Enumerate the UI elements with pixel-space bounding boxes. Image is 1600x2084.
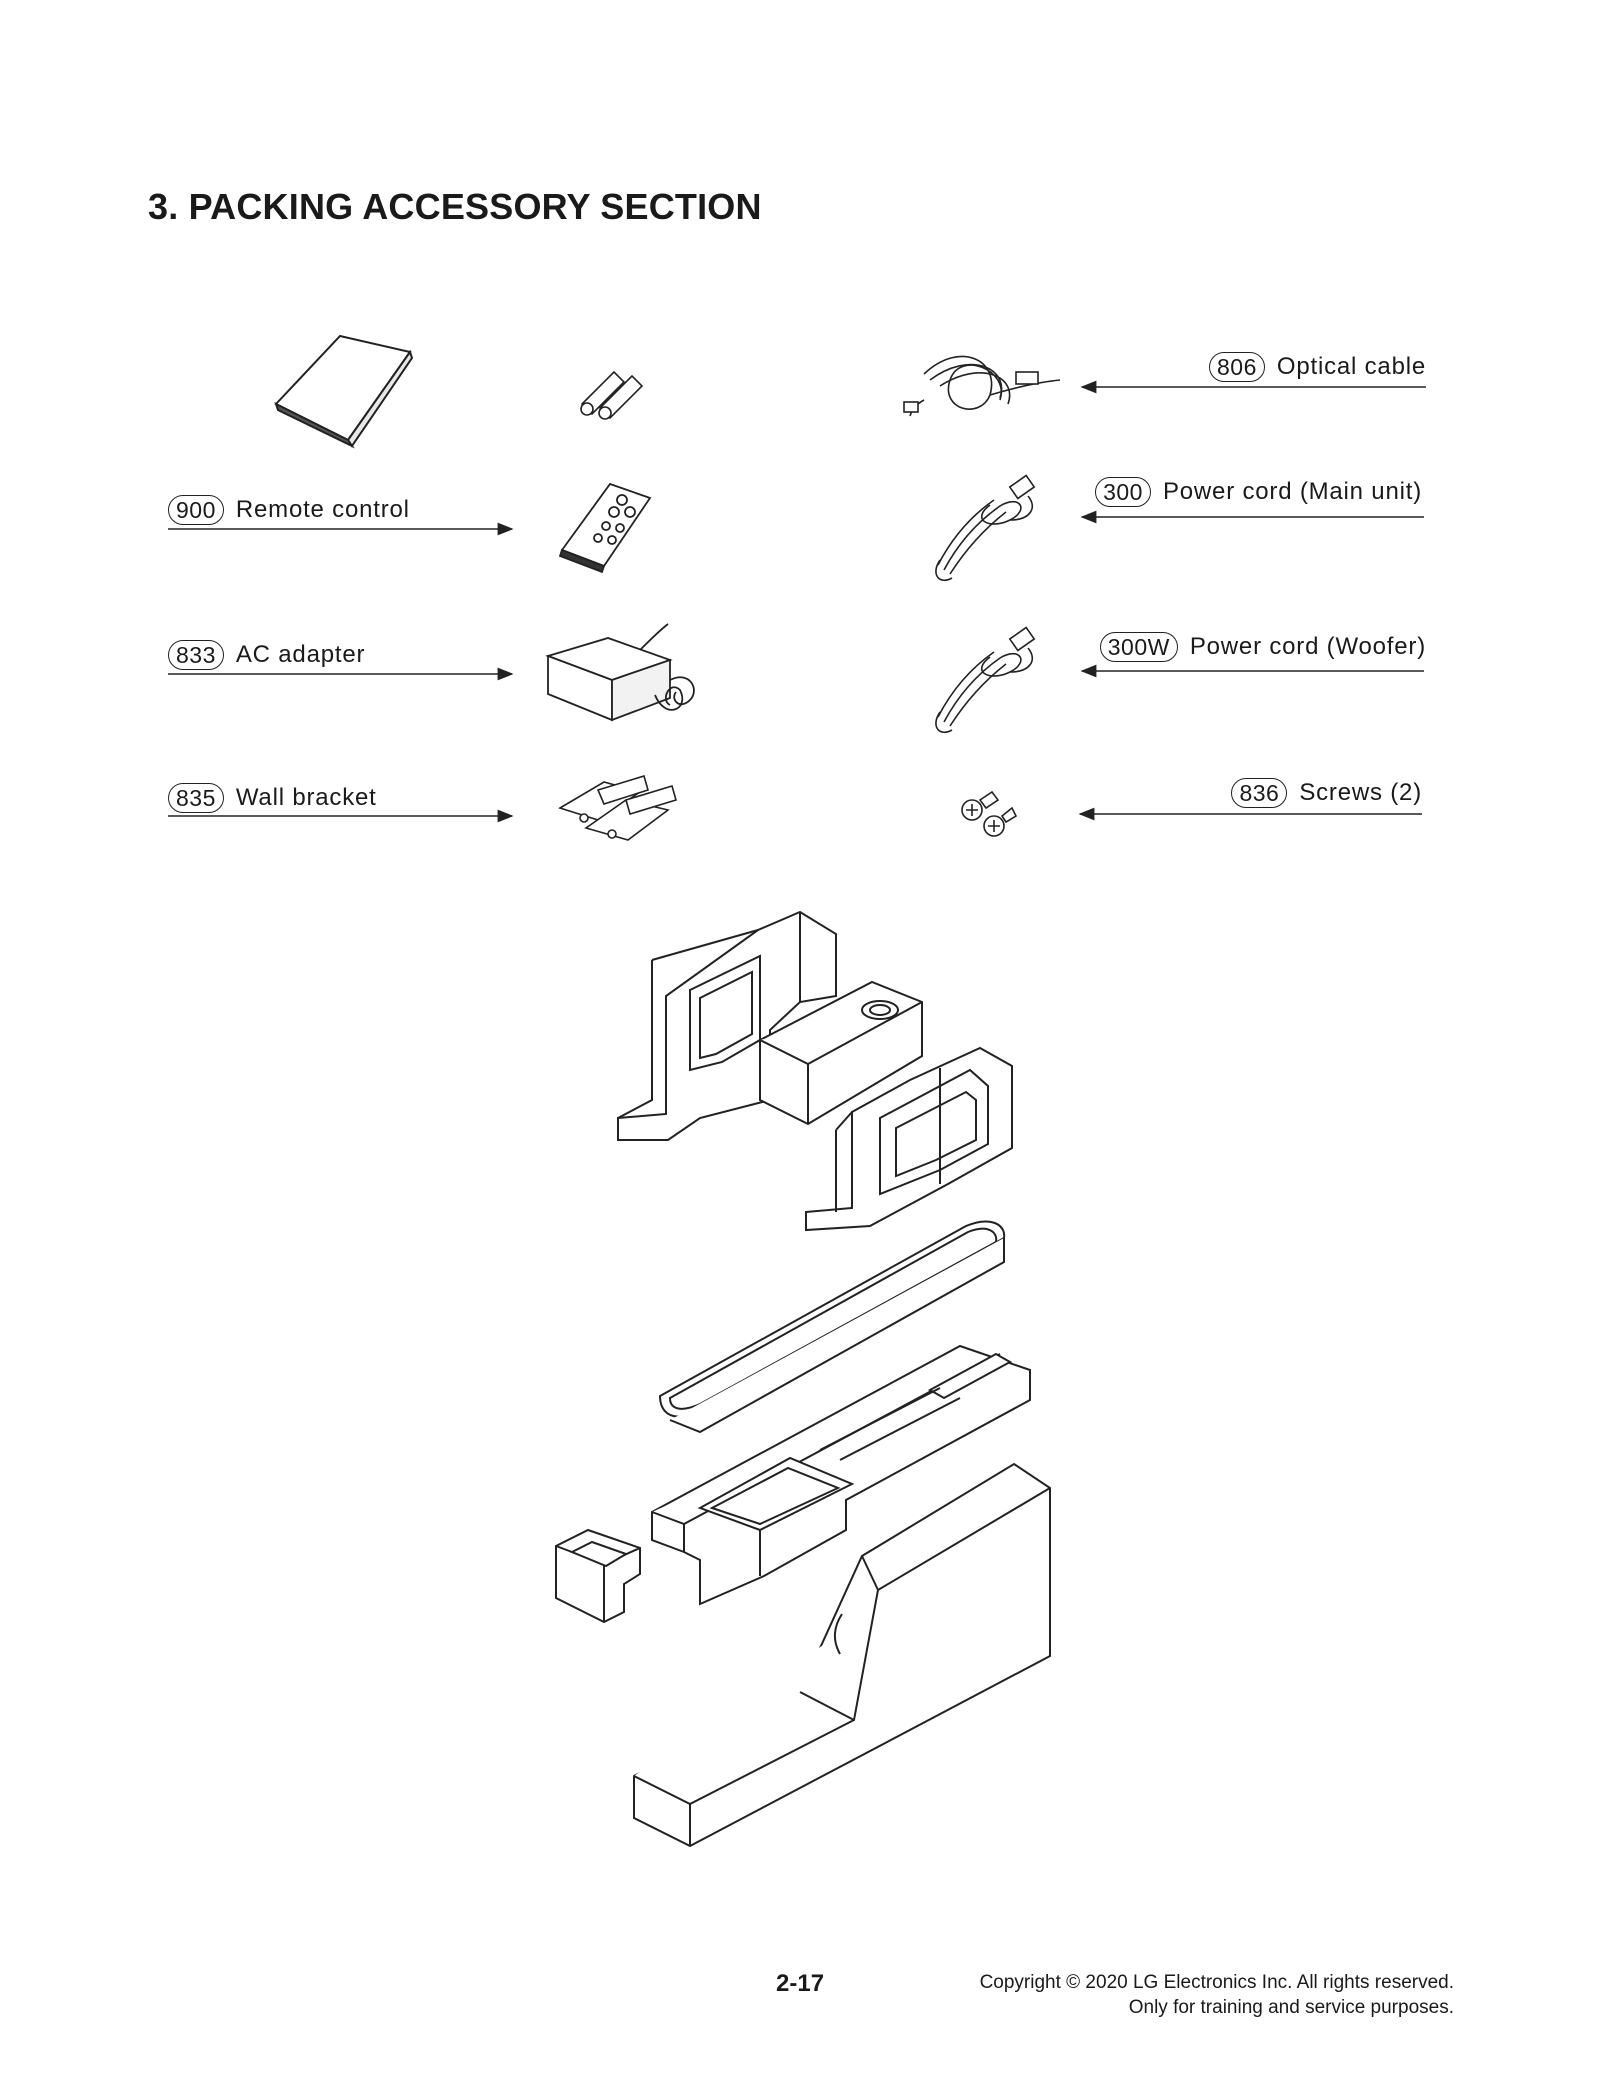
part-number-badge: 833 xyxy=(168,640,224,670)
foam-end-cap-left xyxy=(617,910,837,1141)
foam-small-block xyxy=(555,1528,641,1624)
copyright-line-2: Only for training and service purposes. xyxy=(1128,1997,1454,2018)
callout-remote-control: 900 Remote control xyxy=(168,495,410,525)
callout-optical-cable: 806 Optical cable xyxy=(1208,352,1426,382)
part-number-badge: 836 xyxy=(1231,778,1288,808)
power-cord-woofer-icon xyxy=(935,626,1036,734)
part-label: Screws (2) xyxy=(1299,779,1422,806)
screws-icon xyxy=(961,790,1018,837)
callout-ac-adapter: 833 AC adapter xyxy=(168,640,365,670)
part-number-badge: 300 xyxy=(1095,477,1151,507)
foam-center-block xyxy=(759,980,923,1126)
foam-bottom-tray xyxy=(651,1344,1031,1606)
leader-lines-right xyxy=(1078,380,1426,821)
callout-power-cord-woofer: 300W Power cord (Woofer) xyxy=(1099,632,1426,662)
part-label: Power cord (Main unit) xyxy=(1162,478,1422,505)
wall-bracket-icon xyxy=(558,774,677,841)
manual-icon xyxy=(274,334,414,449)
part-number-badge: 900 xyxy=(168,495,224,525)
copyright-line-1: Copyright © 2020 LG Electronics Inc. All… xyxy=(979,1972,1454,1993)
ac-adapter-icon xyxy=(545,623,695,722)
foam-end-cap-right xyxy=(805,1046,1013,1232)
batteries-icon xyxy=(580,370,644,420)
part-label: AC adapter xyxy=(235,641,366,668)
part-number-badge: 300W xyxy=(1099,632,1178,662)
part-label: Optical cable xyxy=(1276,353,1426,380)
optical-cable-icon xyxy=(903,355,1061,417)
callout-screws: 836 Screws (2) xyxy=(1231,778,1422,808)
part-label: Wall bracket xyxy=(235,784,377,811)
page-title: 3. PACKING ACCESSORY SECTION xyxy=(148,186,762,227)
part-number-badge: 806 xyxy=(1208,352,1265,382)
carton-box xyxy=(633,1462,1051,1848)
callout-wall-bracket: 835 Wall bracket xyxy=(168,783,377,813)
part-number-badge: 835 xyxy=(168,783,224,813)
callout-power-cord-main: 300 Power cord (Main unit) xyxy=(1095,477,1422,507)
page-number: 2-17 xyxy=(776,1970,825,1997)
remote-control-icon xyxy=(558,482,652,574)
foam-long-bar xyxy=(658,1220,1006,1434)
part-label: Power cord (Woofer) xyxy=(1189,633,1426,660)
leader-lines-left xyxy=(168,522,514,823)
power-cord-main-icon xyxy=(935,474,1036,582)
copyright-notice: Copyright © 2020 LG Electronics Inc. All… xyxy=(980,1970,1454,2020)
part-label: Remote control xyxy=(235,496,410,523)
